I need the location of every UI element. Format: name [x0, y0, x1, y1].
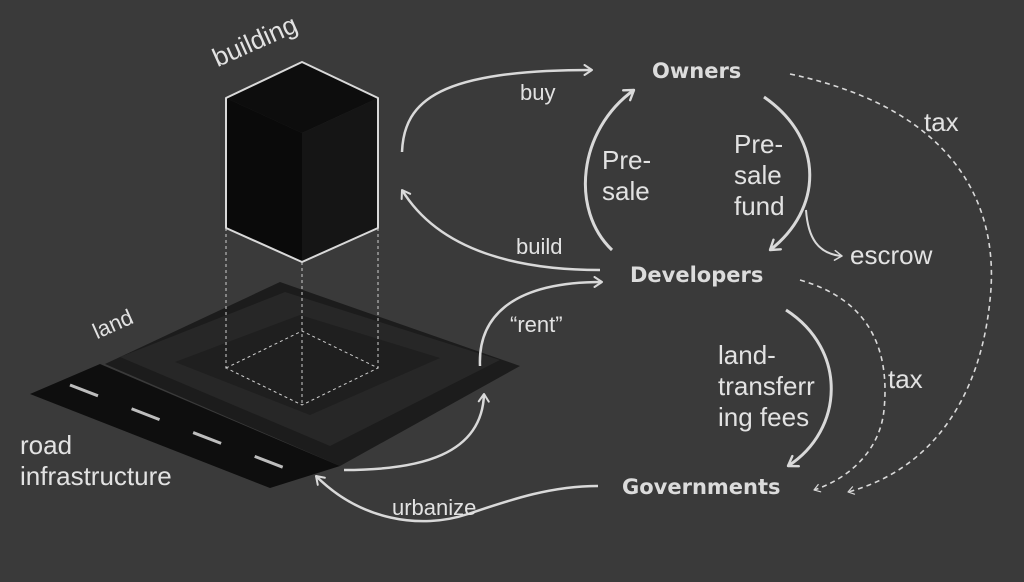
tax-developers-label: tax: [888, 364, 923, 394]
presale-fund-arrow: [763, 95, 812, 252]
presale-arrow: [583, 88, 636, 252]
land-fees-arrow: [785, 308, 833, 468]
build-arrow: [400, 189, 601, 272]
urbanize-arrow: [315, 475, 599, 523]
rent-label: “rent”: [510, 312, 563, 337]
rent-arrow: [478, 276, 603, 367]
governments-node: Governments: [622, 475, 781, 499]
road-infrastructure-label: road infrastructure: [20, 430, 172, 491]
owners-node: Owners: [652, 59, 742, 83]
presale-fund-label: Pre- sale fund: [734, 129, 785, 221]
urbanize-label: urbanize: [392, 495, 477, 520]
land-fees-label: land- transferr ing fees: [718, 340, 815, 432]
road-shape: [30, 364, 340, 488]
buy-label: buy: [520, 80, 556, 105]
escrow-label: escrow: [850, 240, 933, 270]
escrow-arrow: [805, 209, 843, 261]
developers-node: Developers: [630, 263, 764, 287]
tax-owners-arrow: [789, 73, 993, 495]
building-cube: [225, 61, 379, 263]
tax-developers-arrow: [799, 279, 886, 493]
land-plot-shape: [105, 282, 520, 466]
building-footprint: [224, 228, 380, 406]
presale-label: Pre- sale: [602, 145, 652, 206]
infrastructure-arrow: [343, 393, 490, 472]
tax-owners-label: tax: [924, 107, 959, 137]
build-label: build: [516, 234, 563, 259]
buy-arrow: [400, 64, 593, 153]
